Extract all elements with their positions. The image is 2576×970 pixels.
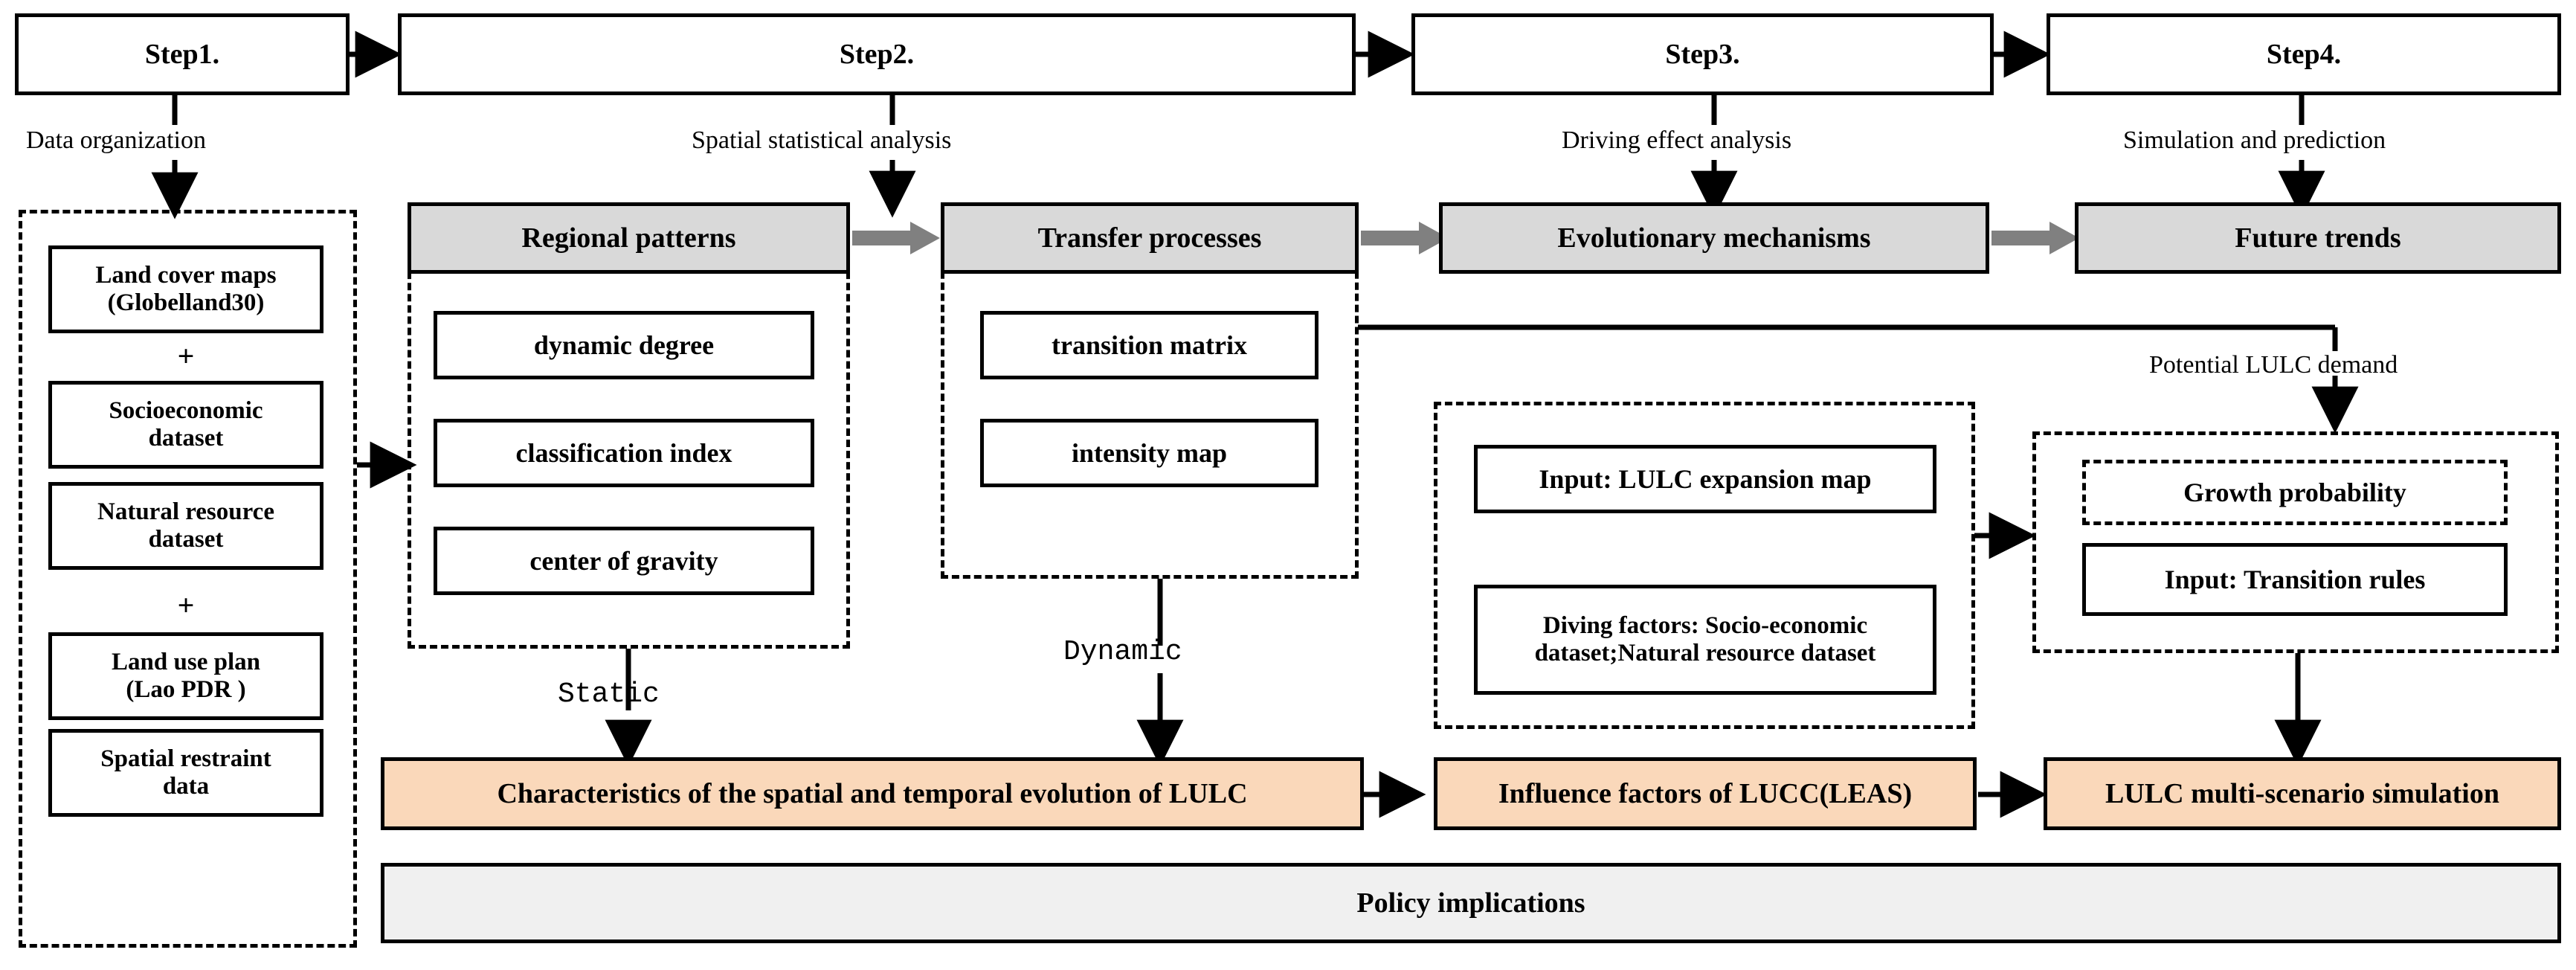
result-influence-factors-box[interactable]: Influence factors of LUCC(LEAS): [1434, 757, 1977, 830]
label-static: Static: [558, 678, 660, 710]
result-label: Characteristics of the spatial and tempo…: [497, 777, 1248, 809]
data-item-label: Land cover maps (Globelland30): [95, 262, 277, 316]
leas-item-input-lulc-expansion-map[interactable]: Input: LULC expansion map: [1474, 445, 1936, 513]
regional-item-dynamic-degree[interactable]: dynamic degree: [434, 311, 814, 379]
result-label: Influence factors of LUCC(LEAS): [1498, 777, 1913, 809]
cars-item-label: Growth probability: [2183, 477, 2406, 507]
step-box-2[interactable]: Step2.: [398, 13, 1356, 95]
data-item-spatial-restraint-data[interactable]: Spatial restraint data: [48, 729, 323, 817]
data-item-label: Spatial restraint data: [100, 745, 271, 800]
leas-item-label: Input: LULC expansion map: [1539, 463, 1872, 494]
cars-rules-panel: [2032, 431, 2559, 653]
transfer-item-label: intensity map: [1071, 437, 1228, 468]
gray-arrow-transfer-to-evolutionary: [1361, 222, 1449, 254]
regional-patterns-title: Regional patterns: [521, 222, 736, 254]
data-plus-2: +: [48, 588, 323, 623]
data-item-label: Land use plan (Lao PDR ): [112, 649, 260, 703]
data-item-natural-resource-dataset[interactable]: Natural resource dataset: [48, 482, 323, 570]
plus-symbol: +: [177, 339, 195, 373]
regional-patterns-header[interactable]: Regional patterns: [408, 202, 850, 274]
connector-text: Data organization: [26, 126, 207, 154]
cars-item-input-transition-rules[interactable]: Input: Transition rules: [2082, 543, 2508, 616]
result-label: LULC multi-scenario simulation: [2105, 777, 2499, 809]
connector-text: Spatial statistical analysis: [692, 126, 952, 154]
transfer-processes-panel: [941, 238, 1359, 579]
data-plus-1: +: [48, 338, 323, 373]
data-item-socioeconomic-dataset[interactable]: Socioeconomic dataset: [48, 381, 323, 469]
dynamic-text: Dynamic: [1063, 636, 1182, 668]
transfer-item-label: transition matrix: [1052, 330, 1247, 360]
evolutionary-mechanisms-title: Evolutionary mechanisms: [1557, 222, 1871, 254]
step-label: Step3.: [1665, 38, 1740, 70]
label-potential-lulc-demand: Potential LULC demand: [2149, 351, 2398, 379]
data-item-land-cover-maps[interactable]: Land cover maps (Globelland30): [48, 245, 323, 333]
leas-input-panel: [1434, 402, 1975, 729]
plus-symbol: +: [177, 588, 195, 622]
step-label: Step1.: [144, 38, 220, 70]
step-box-4[interactable]: Step4.: [2047, 13, 2561, 95]
result-multi-scenario-box[interactable]: LULC multi-scenario simulation: [2044, 757, 2561, 830]
cars-item-label: Input: Transition rules: [2164, 564, 2426, 594]
gray-arrow-regional-to-transfer: [852, 222, 940, 254]
evolutionary-mechanisms-box[interactable]: Evolutionary mechanisms: [1439, 202, 1989, 274]
leas-item-label: Diving factors: Socio-economic dataset;N…: [1534, 612, 1876, 667]
data-item-label: Socioeconomic dataset: [109, 397, 263, 452]
regional-item-center-of-gravity[interactable]: center of gravity: [434, 527, 814, 595]
data-item-label: Natural resource dataset: [97, 498, 274, 553]
policy-implications-bar[interactable]: Policy implications: [381, 863, 2561, 943]
leas-item-driving-factors[interactable]: Diving factors: Socio-economic dataset;N…: [1474, 585, 1936, 695]
connector-label-simulation-and-prediction: Simulation and prediction: [2123, 126, 2386, 155]
transfer-processes-header[interactable]: Transfer processes: [941, 202, 1359, 274]
transfer-item-transition-matrix[interactable]: transition matrix: [980, 311, 1318, 379]
data-item-land-use-plan[interactable]: Land use plan (Lao PDR ): [48, 632, 323, 720]
policy-implications-label: Policy implications: [1356, 887, 1585, 919]
step-box-1[interactable]: Step1.: [15, 13, 350, 95]
connector-text: Simulation and prediction: [2123, 126, 2386, 154]
connector-label-driving-effect-analysis: Driving effect analysis: [1562, 126, 1791, 155]
result-characteristics-box[interactable]: Characteristics of the spatial and tempo…: [381, 757, 1364, 830]
connector-label-data-organization: Data organization: [26, 126, 206, 155]
transfer-item-intensity-map[interactable]: intensity map: [980, 419, 1318, 487]
static-text: Static: [558, 678, 660, 710]
connector-label-spatial-statistical-analysis: Spatial statistical analysis: [692, 126, 951, 155]
step-label: Step4.: [2266, 38, 2342, 70]
regional-item-label: classification index: [515, 437, 732, 468]
data-organization-panel: [19, 210, 357, 948]
label-dynamic: Dynamic: [1063, 636, 1182, 668]
regional-item-label: center of gravity: [529, 545, 718, 576]
potential-demand-text: Potential LULC demand: [2149, 351, 2398, 379]
step-label: Step2.: [839, 38, 915, 70]
transfer-processes-title: Transfer processes: [1037, 222, 1262, 254]
regional-item-label: dynamic degree: [533, 330, 715, 360]
step-box-3[interactable]: Step3.: [1411, 13, 1994, 95]
regional-item-classification-index[interactable]: classification index: [434, 419, 814, 487]
connector-text: Driving effect analysis: [1562, 126, 1792, 154]
gray-arrow-evolutionary-to-future: [1991, 222, 2079, 254]
future-trends-title: Future trends: [2235, 222, 2401, 254]
cars-item-growth-probability[interactable]: Growth probability: [2082, 460, 2508, 525]
future-trends-box[interactable]: Future trends: [2075, 202, 2561, 274]
